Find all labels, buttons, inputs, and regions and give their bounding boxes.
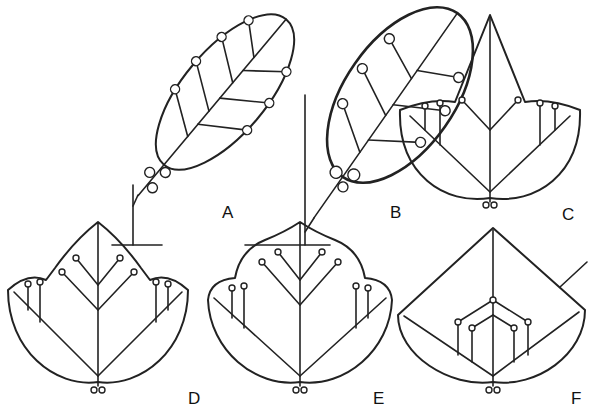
panel-letter: F: [571, 389, 581, 409]
panel-letter: C: [562, 205, 574, 225]
leaf-f: [398, 228, 587, 393]
panel-letter: D: [188, 389, 200, 409]
panel-letter: B: [390, 203, 401, 223]
leaf-c: [400, 15, 580, 208]
leaf-e: [208, 222, 392, 393]
leaf-b: [245, 0, 502, 249]
leaf-d: [8, 222, 188, 393]
panel-letter: A: [222, 203, 233, 223]
leaf-a: [103, 0, 322, 245]
panel-letter: E: [373, 389, 384, 409]
